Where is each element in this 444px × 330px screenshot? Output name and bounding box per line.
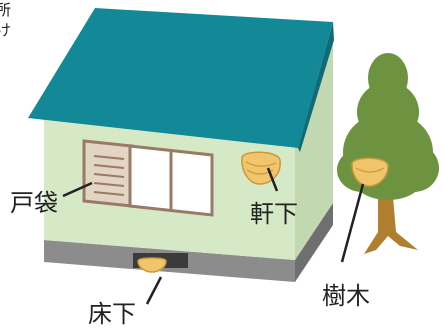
tree [337,53,439,254]
label-jumoku: 樹木 [322,282,370,310]
shutter-slat [93,191,125,196]
corner-text-line-2: け [0,21,12,39]
leader-yukashita [145,276,163,305]
shutter-slat [93,173,125,178]
tree-trunk [364,185,418,254]
leader-lines [62,167,365,305]
shutter-slat [93,164,125,169]
nest-underfloor [137,257,167,273]
leader-nokishita [266,167,279,192]
foundation-side [295,203,333,282]
corner-text-line-1: 所 [0,1,12,19]
roof-edge [298,22,334,152]
roof-surface [28,8,333,148]
side-wall [295,30,333,260]
label-tobukuro: 戸袋 [10,189,58,217]
window-group [82,139,214,217]
label-nokishita: 軒下 [250,200,298,228]
leader-tobukuro [62,181,93,198]
leader-jumoku [340,183,365,263]
shutter-box [82,139,134,208]
shutter-slat [93,182,125,187]
label-yukashita: 床下 [88,300,136,328]
roof [28,8,334,152]
shutter-slat [93,155,125,160]
corner-text: 所 け [0,0,18,40]
